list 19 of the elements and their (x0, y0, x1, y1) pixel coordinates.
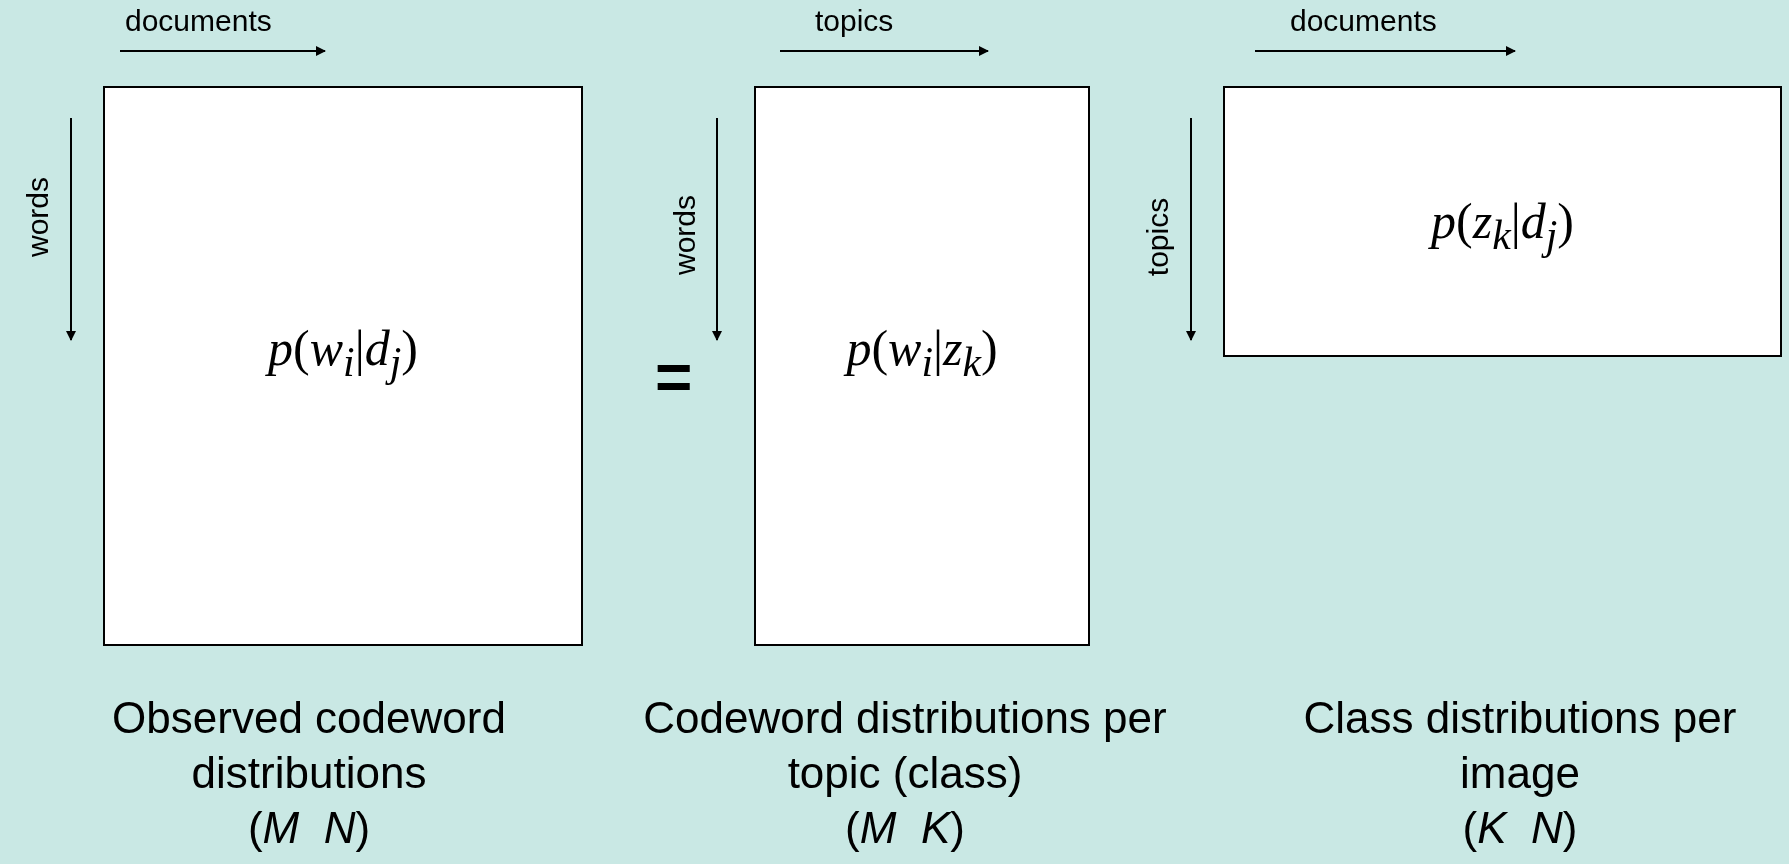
axis-label: documents (1290, 4, 1437, 38)
axis-label: words (21, 177, 55, 257)
axis-label: topics (1141, 197, 1176, 277)
node-label: Observed codeword distributions (111, 692, 507, 799)
node-label: (M N) (246, 802, 372, 854)
matrix-box (1223, 86, 1782, 357)
node-label: (K N) (1461, 802, 1579, 854)
node-label: Codeword distributions per topic (class) (642, 692, 1168, 799)
formula: p(z$_{k}$|d$_{j}$) (1225, 191, 1780, 259)
axis-label: topics (815, 4, 894, 38)
equals-sign: = (655, 340, 693, 414)
formula: p(w$_{i}$|d$_{j}$) (105, 319, 581, 387)
matrix-box (754, 86, 1090, 646)
axis-label: documents (125, 4, 272, 38)
node-label: (M K) (844, 802, 966, 854)
axis-label: words (668, 195, 702, 275)
formula: p(w$_{i}$|z$_{k}$) (756, 319, 1088, 387)
node-label: Class distributions per image (1302, 692, 1738, 799)
matrix-box (103, 86, 583, 646)
